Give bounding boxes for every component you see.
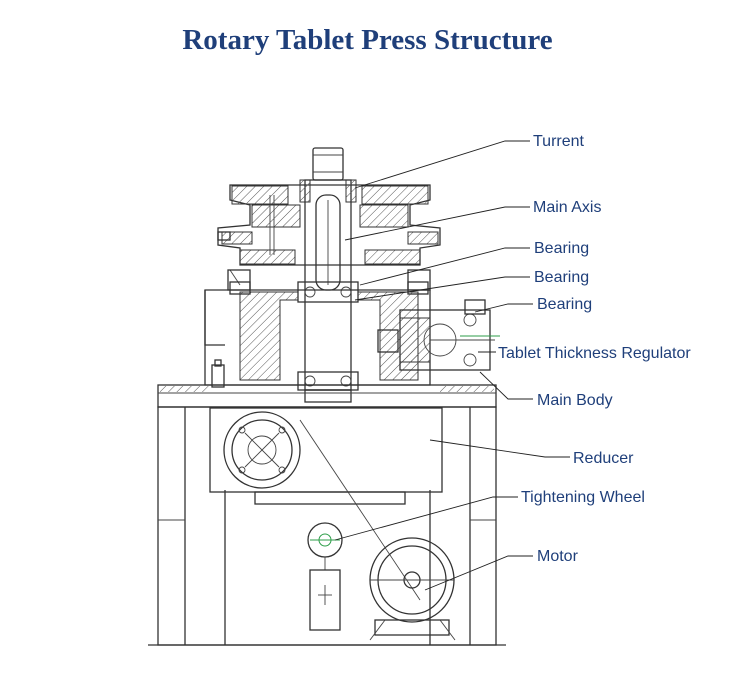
label-tablet-thickness-regulator: Tablet Thickness Regulator xyxy=(498,345,691,362)
turret-assembly xyxy=(217,184,441,291)
main-body xyxy=(157,359,497,408)
labels: Turrent Main Axis Bearing Bearing Bearin… xyxy=(498,133,691,565)
reducer xyxy=(209,407,443,601)
label-reducer: Reducer xyxy=(573,450,634,467)
machine-frame xyxy=(148,406,506,646)
upper-housing xyxy=(204,281,431,386)
label-tightening-wheel: Tightening Wheel xyxy=(521,489,645,506)
thickness-regulator xyxy=(377,299,500,371)
label-motor: Motor xyxy=(537,548,579,565)
label-bearing-2: Bearing xyxy=(534,269,589,286)
label-turrent: Turrent xyxy=(533,133,585,150)
label-bearing-1: Bearing xyxy=(534,240,589,257)
label-main-body: Main Body xyxy=(537,392,613,409)
motor xyxy=(369,537,456,641)
leader-lines xyxy=(334,140,570,591)
page-title: Rotary Tablet Press Structure xyxy=(182,24,553,56)
main-shaft xyxy=(297,147,359,403)
label-main-axis: Main Axis xyxy=(533,199,601,216)
label-bearing-3: Bearing xyxy=(537,296,592,313)
